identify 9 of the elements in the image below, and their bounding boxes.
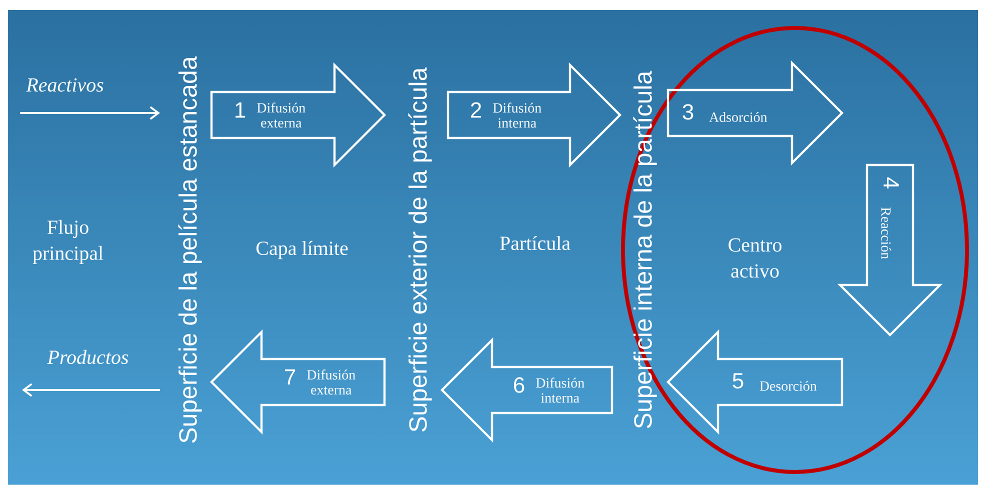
flow-label: Reactivos bbox=[26, 78, 104, 92]
region-label: Centro activo bbox=[728, 238, 782, 278]
flow-label: Productos bbox=[47, 350, 128, 364]
region-label: Partícula bbox=[500, 236, 570, 250]
surface-label: Superficie interna de la partícula bbox=[633, 70, 657, 428]
region-label: Capa límite bbox=[256, 240, 348, 260]
surface-label: Superficie exterior de la partícula bbox=[408, 67, 432, 432]
region-label: Flujo principal bbox=[32, 220, 104, 264]
surface-label: Superficie de la película estancada bbox=[178, 56, 202, 443]
